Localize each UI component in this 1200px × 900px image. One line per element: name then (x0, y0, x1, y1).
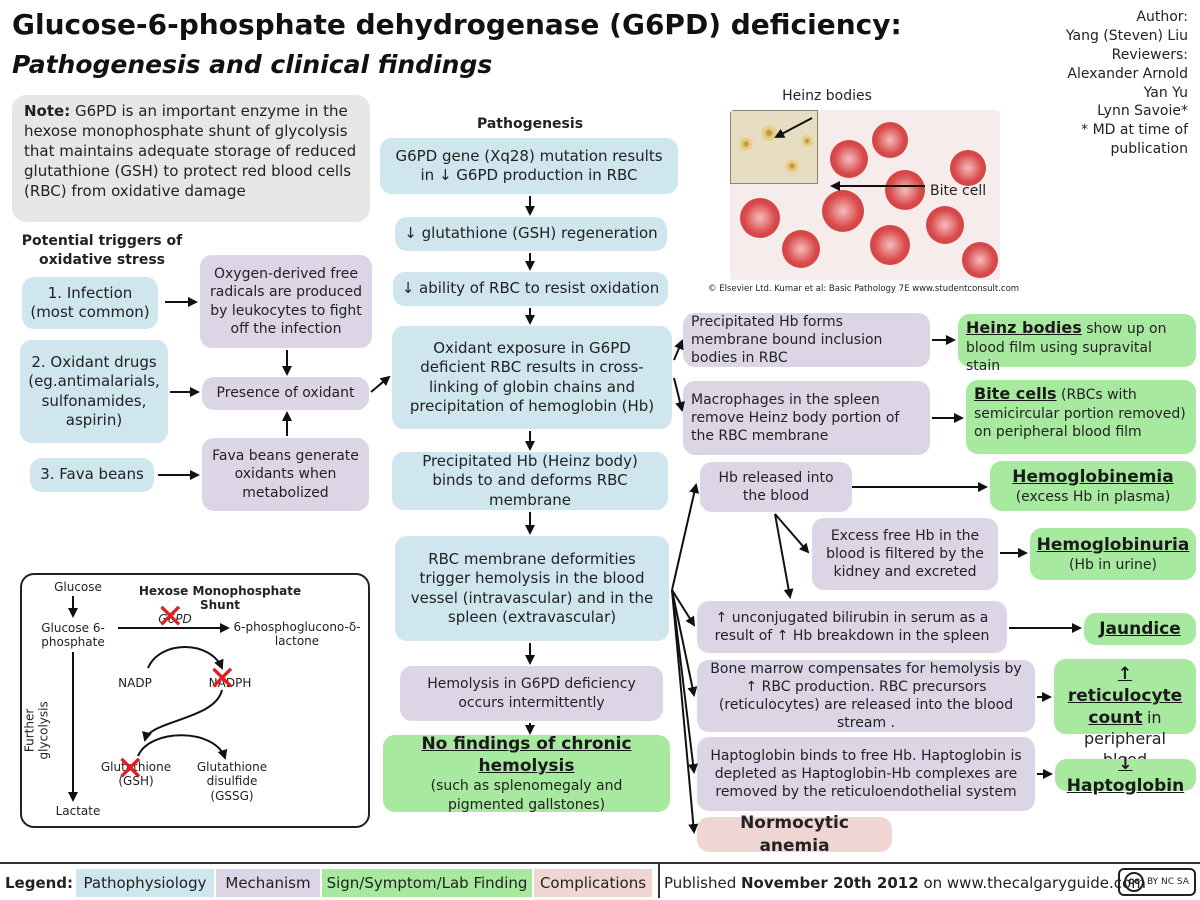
legend-divider (658, 864, 660, 898)
bone-marrow-box: Bone marrow compensates for hemolysis by… (697, 660, 1035, 732)
trigger-oxidant-drugs: 2. Oxidant drugs (eg.antimalarials, sulf… (20, 340, 168, 443)
shunt-gsh: Glutathione (GSH) (100, 760, 172, 789)
author-block: Author: Yang (Steven) Liu Reviewers: Ale… (988, 8, 1188, 159)
shunt-title: Hexose Monophosphate Shunt (138, 584, 302, 613)
reviewer-name: Alexander Arnold (1067, 65, 1188, 82)
shunt-diagram (20, 573, 370, 828)
hemoglobinuria-title: Hemoglobinuria (1036, 534, 1190, 555)
reviewer-footnote: * MD at time of publication (1081, 122, 1188, 158)
blood-film-image (730, 110, 1000, 280)
patho-step-intermittent: Hemolysis in G6PD deficiency occurs inte… (400, 666, 663, 721)
author-name: Yang (Steven) Liu (1065, 27, 1188, 44)
shunt-further-glycolysis: Further glycolysis (22, 701, 51, 760)
patho-step-heinz-binds: Precipitated Hb (Heinz body) binds to an… (392, 452, 668, 510)
trigger-fava-beans: 3. Fava beans (30, 458, 154, 492)
legend-sign: Sign/Symptom/Lab Finding (322, 869, 532, 897)
fava-oxidants-box: Fava beans generate oxidants when metabo… (202, 438, 369, 511)
legend-complications: Complications (534, 869, 652, 897)
hemoglobinuria-sub: (Hb in urine) (1068, 556, 1157, 573)
bilirubin-box: ↑ unconjugated bilirubin in serum as a r… (697, 601, 1007, 653)
reviewer-name: Yan Yu (1143, 84, 1188, 101)
hemoglobinemia-title: Hemoglobinemia (1012, 466, 1174, 487)
jaundice-box: Jaundice (1084, 613, 1196, 645)
shunt-nadph: NADPH (208, 676, 252, 690)
hemoglobinemia-box: Hemoglobinemia (excess Hb in plasma) (990, 461, 1196, 511)
normocytic-anemia-box: Normocytic anemia (697, 813, 892, 856)
legend-pathophysiology: Pathophysiology (76, 869, 214, 897)
bite-cell-label: Bite cell (930, 183, 987, 199)
published-line: Published November 20th 2012 on www.thec… (664, 869, 1146, 897)
pathogenesis-heading: Pathogenesis (476, 116, 584, 132)
g6pd-crossed-icon: ✕ (156, 597, 185, 637)
haptoglobin-finding-title: ↓ Haptoglobin (1066, 753, 1185, 796)
heinz-finding-title: Heinz bodies (966, 318, 1082, 337)
hemoglobinemia-sub: (excess Hb in plasma) (1015, 488, 1171, 505)
shunt-lactate: Lactate (55, 804, 101, 818)
page-title: Glucose-6-phosphate dehydrogenase (G6PD)… (12, 8, 902, 41)
heinz-finding-box: Heinz bodies show up on blood film using… (958, 314, 1196, 374)
no-chronic-sub: (such as splenomegaly and pigmented gall… (430, 778, 623, 813)
bite-finding-box: Bite cells (RBCs with semicircular porti… (966, 380, 1196, 454)
bite-finding-title: Bite cells (974, 384, 1057, 403)
license-text: BY NC SA (1147, 876, 1189, 887)
page-subtitle: Pathogenesis and clinical findings (12, 50, 493, 79)
patho-step-oxidant-exposure: Oxidant exposure in G6PD deficient RBC r… (392, 326, 672, 429)
shunt-g6pd: G6PD (158, 612, 192, 626)
gsh-crossed-icon: ✕ (116, 749, 145, 789)
jaundice-title: Jaundice (1099, 618, 1181, 639)
note-text: G6PD is an important enzyme in the hexos… (24, 102, 357, 200)
haptoglobin-mech-box: Haptoglobin binds to free Hb. Haptoglobi… (697, 737, 1035, 811)
macrophages-box: Macrophages in the spleen remove Heinz b… (683, 381, 930, 455)
precipitated-hb-box: Precipitated Hb forms membrane bound inc… (683, 313, 930, 367)
excess-hb-box: Excess free Hb in the blood is filtered … (812, 518, 998, 590)
nadph-crossed-icon: ✕ (208, 659, 237, 699)
hb-released-box: Hb released into the blood (700, 462, 852, 512)
note-label: Note: (24, 102, 71, 120)
reticulocyte-title: ↑ reticulocyte count (1067, 664, 1183, 729)
no-chronic-title: No findings of chronic hemolysis (421, 734, 632, 777)
triggers-heading: Potential triggers of oxidative stress (21, 233, 183, 268)
author-label: Author: (1136, 9, 1188, 25)
shunt-nadp: NADP (118, 676, 152, 690)
published-suffix: on www.thecalgaryguide.com (923, 874, 1146, 892)
image-credit: © Elsevier Ltd. Kumar et al: Basic Patho… (708, 284, 1020, 294)
oxygen-radicals-box: Oxygen-derived free radicals are produce… (200, 255, 372, 348)
patho-step-resist: ↓ ability of RBC to resist oxidation (393, 272, 668, 306)
shunt-lactone: 6-phosphoglucono-δ-lactone (233, 620, 361, 649)
heinz-finding-sub: show up on blood film using supravital s… (966, 321, 1167, 374)
reviewers-label: Reviewers: (1111, 46, 1188, 63)
patho-step-gene: G6PD gene (Xq28) mutation results in ↓ G… (380, 138, 678, 194)
legend-label: Legend: (4, 874, 74, 892)
shunt-glucose: Glucose (54, 580, 102, 594)
published-date: November 20th 2012 (741, 874, 919, 892)
bite-finding-sub: (RBCs with semicircular portion removed)… (974, 387, 1186, 440)
patho-step-hemolysis: RBC membrane deformities trigger hemolys… (395, 536, 669, 641)
presence-oxidant-box: Presence of oxidant (202, 377, 369, 410)
reticulocyte-box: ↑ reticulocyte count in peripheral blood (1054, 659, 1196, 769)
legend-mechanism: Mechanism (216, 869, 320, 897)
shunt-gssg: Glutathione disulfide (GSSG) (196, 760, 268, 803)
legend-bar (0, 862, 1200, 900)
no-chronic-hemolysis-box: No findings of chronic hemolysis (such a… (383, 734, 670, 813)
trigger-infection: 1. Infection (most common) (22, 277, 158, 329)
patho-step-gsh: ↓ glutathione (GSH) regeneration (395, 217, 667, 251)
haptoglobin-finding-box: ↓ Haptoglobin (1055, 754, 1196, 796)
heinz-bodies-label: Heinz bodies (782, 88, 872, 104)
heinz-inset (730, 110, 818, 184)
shunt-g6p: Glucose 6-phosphate (41, 621, 105, 650)
note-box: Note: G6PD is an important enzyme in the… (12, 95, 370, 222)
hemoglobinuria-box: Hemoglobinuria (Hb in urine) (1030, 528, 1196, 580)
reviewer-name: Lynn Savoie* (1097, 103, 1188, 120)
published-prefix: Published (664, 874, 737, 892)
